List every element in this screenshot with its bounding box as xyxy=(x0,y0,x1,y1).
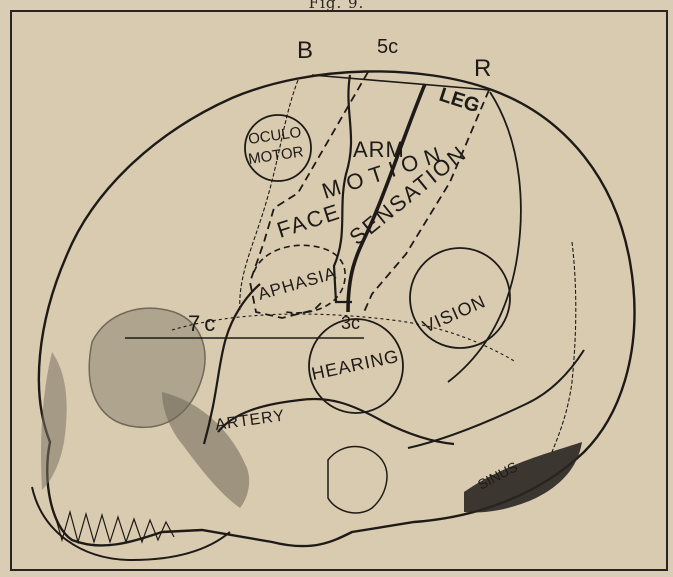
b-r-reference-line xyxy=(312,75,490,90)
label-artery: ARTERY xyxy=(214,407,286,434)
label-five-c: 5c xyxy=(377,36,398,58)
cheek-shading xyxy=(162,392,249,508)
label-b: B xyxy=(297,37,313,64)
label-vision: VISION xyxy=(419,291,488,337)
label-r: R xyxy=(474,55,491,82)
label-seven-c: 7c xyxy=(188,311,219,336)
teeth-row xyxy=(54,512,174,542)
label-hearing: HEARING xyxy=(310,346,401,384)
mastoid-shape xyxy=(328,447,387,513)
lambdoid-suture xyxy=(552,242,576,452)
occipital-curve-line xyxy=(448,92,521,382)
jaw-outline xyxy=(32,487,230,560)
skull-diagram: B 5c R LEG OCULO MOTOR ARM MOTION SENSAT… xyxy=(12,12,666,569)
lateral-sinus-line xyxy=(408,350,584,448)
label-three-c: 3c xyxy=(341,313,360,333)
illustration-plate: B 5c R LEG OCULO MOTOR ARM MOTION SENSAT… xyxy=(10,10,668,571)
label-aphasia: APHASIA xyxy=(256,263,339,304)
label-face: FACE xyxy=(274,199,344,243)
nasal-shading xyxy=(41,352,67,490)
